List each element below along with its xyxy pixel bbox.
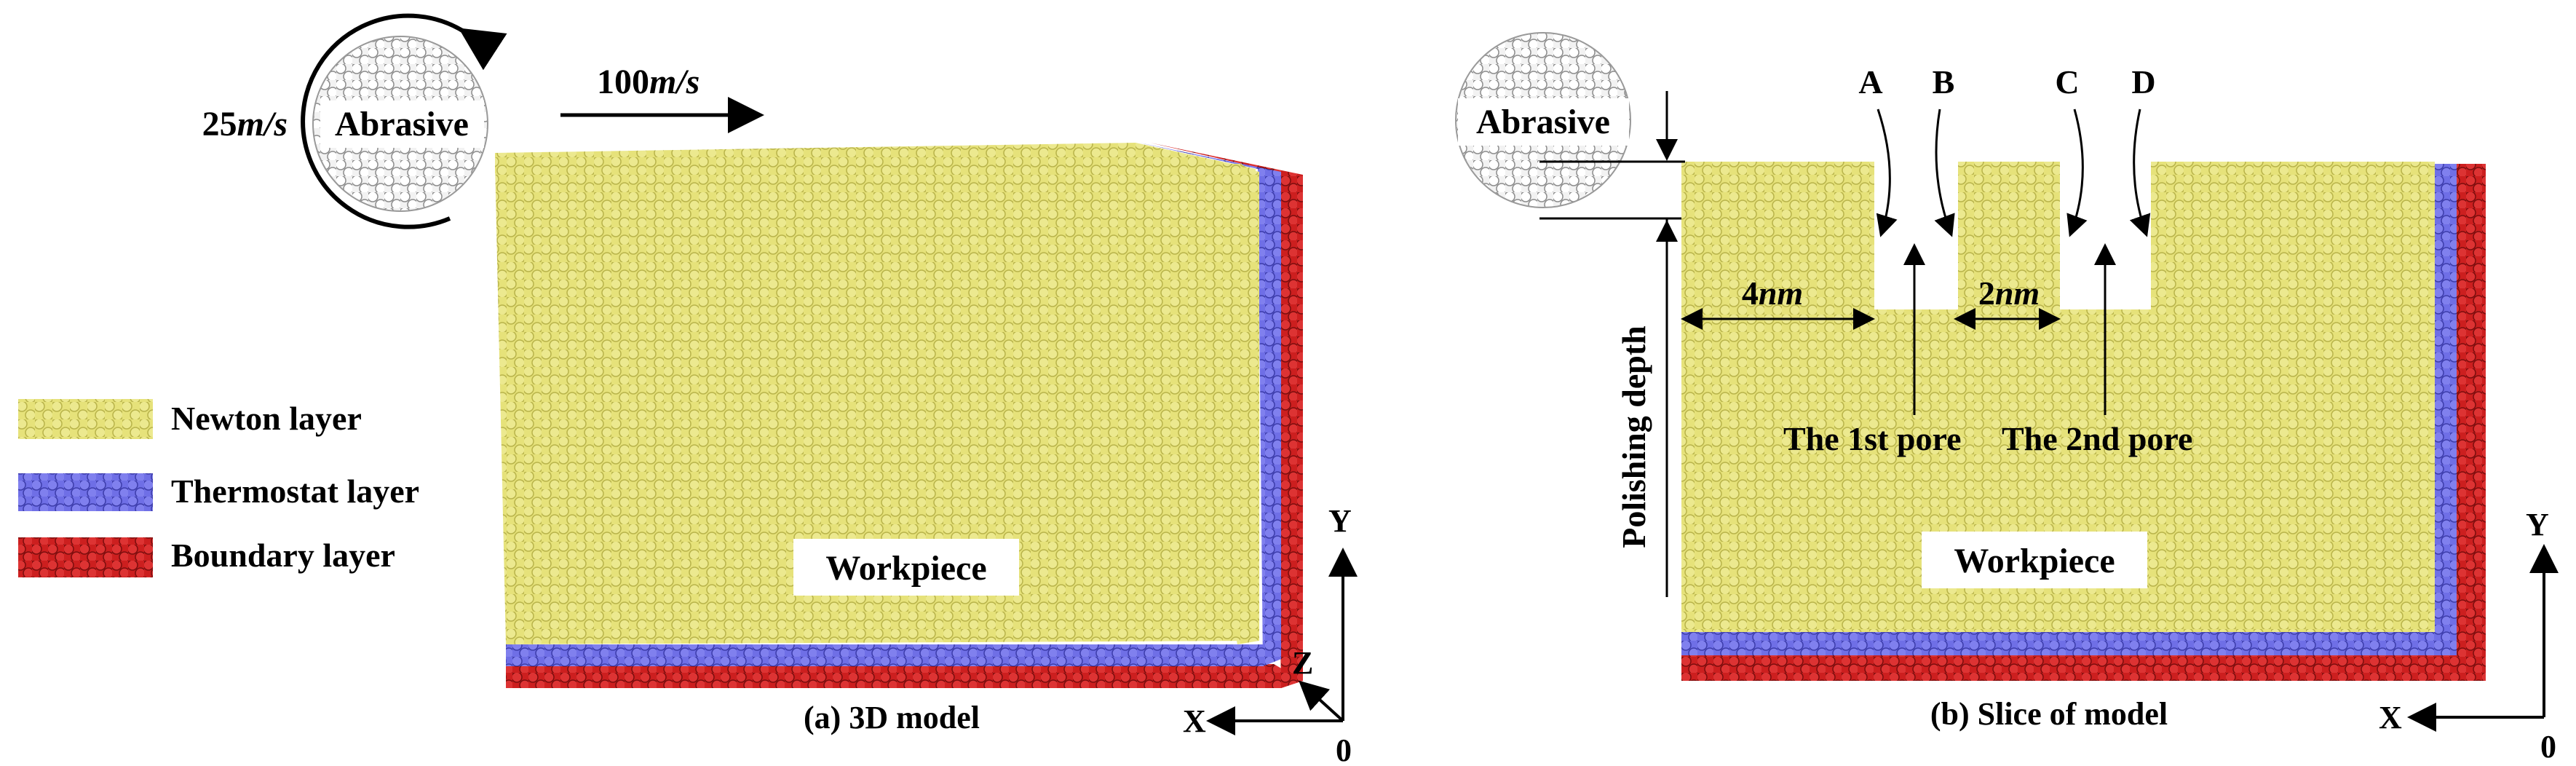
axis-origin-label-b: 0 — [2540, 729, 2556, 765]
axis-z-label-a: Z — [1292, 645, 1313, 681]
axis-x-label-a: X — [1183, 703, 1206, 739]
axis-y-label-a: Y — [1328, 503, 1352, 539]
axis-origin-label-a: 0 — [1336, 733, 1352, 766]
rotation-speed-label: 25m/s — [202, 105, 288, 143]
axis-x-label-b: X — [2379, 700, 2402, 735]
rotation-arrow-icon — [301, 13, 507, 229]
feed-speed-value: 100 — [597, 63, 649, 101]
rotation-speed-value: 25 — [202, 105, 237, 143]
feed-speed-label: 100m/s — [597, 63, 700, 101]
legend-swatch-newton — [18, 399, 153, 439]
legend-swatch-thermostat — [18, 473, 153, 511]
point-markers: A B C D — [1858, 63, 2156, 237]
dimension-4nm: 4nm — [1681, 275, 1875, 330]
panel-a: Abrasive 25m/s 100m/s — [202, 13, 1358, 766]
legend-swatch-boundary — [18, 537, 153, 577]
legend-label-boundary: Boundary layer — [171, 537, 395, 574]
abrasive-label-b: Abrasive — [1476, 103, 1610, 141]
dimension-2nm-value: 2 — [1978, 275, 1995, 312]
feed-speed-unit: m/s — [649, 63, 700, 101]
point-label-c: C — [2055, 63, 2079, 100]
rotation-speed-unit: m/s — [237, 105, 288, 143]
point-label-b: B — [1933, 63, 1955, 100]
pore-annotations: The 1st pore The 2nd pore — [1783, 243, 2192, 457]
abrasive-label-a: Abrasive — [335, 105, 469, 143]
legend-item-boundary: Boundary layer — [18, 537, 395, 577]
panel-b: Abrasive Workpiece Polishing depth — [1455, 32, 2559, 765]
dimension-2nm-label: 2nm — [1978, 275, 2040, 312]
point-label-d: D — [2131, 63, 2155, 100]
workpiece-label-b: Workpiece — [1954, 542, 2115, 580]
axes-b: Y X 0 — [2379, 507, 2559, 765]
axis-y-label-b: Y — [2526, 507, 2549, 542]
workpiece-label-a: Workpiece — [825, 549, 986, 588]
legend: Newton layer Thermostat layer Boundary l… — [18, 399, 419, 577]
legend-item-thermostat: Thermostat layer — [18, 473, 419, 511]
polishing-depth-indicator: Polishing depth — [1539, 91, 1685, 597]
polishing-depth-label: Polishing depth — [1615, 325, 1652, 548]
dimension-2nm-unit: nm — [1995, 275, 2040, 312]
abrasive-sphere-a: Abrasive — [312, 36, 488, 212]
workpiece-3d: Workpiece — [495, 143, 1303, 688]
legend-label-thermostat: Thermostat layer — [171, 473, 419, 510]
caption-b: (b) Slice of model — [1930, 696, 2168, 732]
point-label-a: A — [1858, 63, 1882, 100]
dimension-2nm: 2nm — [1954, 275, 2061, 330]
dimension-4nm-label: 4nm — [1742, 275, 1803, 312]
dimension-4nm-unit: nm — [1759, 275, 1803, 312]
axes-a: Y Z X 0 — [1183, 503, 1358, 766]
pore-1-label: The 1st pore — [1783, 420, 1962, 457]
caption-a: (a) 3D model — [804, 700, 980, 735]
abrasive-sphere-b: Abrasive — [1455, 32, 1631, 208]
pore-2-label: The 2nd pore — [2002, 420, 2192, 457]
dimension-4nm-value: 4 — [1742, 275, 1759, 312]
legend-item-newton: Newton layer — [18, 399, 362, 439]
legend-label-newton: Newton layer — [171, 400, 362, 437]
